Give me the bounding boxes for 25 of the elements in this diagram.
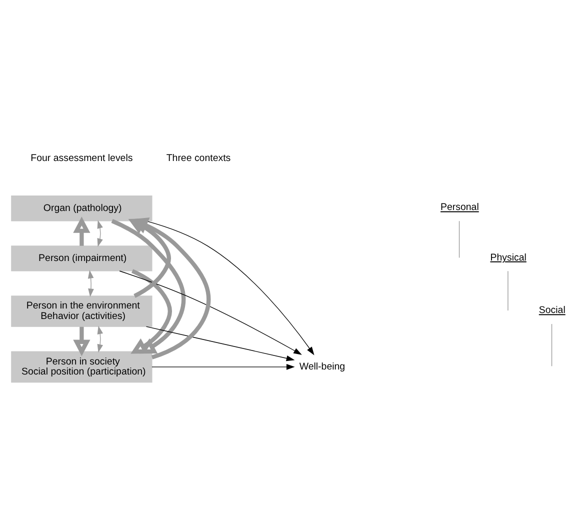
label: Three contexts <box>166 152 231 164</box>
arrow <box>111 218 186 354</box>
arrow <box>128 218 171 298</box>
arrow <box>119 270 302 354</box>
node-text: Personal <box>440 202 479 213</box>
arrow <box>131 217 211 359</box>
node-box: Person in society Social position (participation) <box>11 350 152 382</box>
arrow <box>97 220 103 246</box>
label: Four assessment levels <box>30 152 133 164</box>
arrow <box>73 216 90 246</box>
arrow <box>88 270 94 297</box>
arrow <box>146 220 314 355</box>
node-text: Physical <box>490 252 526 263</box>
arrow <box>146 326 295 361</box>
node-text: Well-being <box>299 360 346 372</box>
connector <box>551 323 552 366</box>
node-box: Person in the environment Behavior (activities) <box>11 295 152 326</box>
node-box: Organ (pathology) <box>11 195 152 221</box>
arrow <box>152 364 295 370</box>
node-box: Person (impairment) <box>11 245 152 271</box>
arrow <box>130 268 172 354</box>
arrow <box>97 325 104 352</box>
node-text: Social <box>538 304 566 316</box>
arrow <box>73 326 90 356</box>
connector <box>458 220 460 258</box>
